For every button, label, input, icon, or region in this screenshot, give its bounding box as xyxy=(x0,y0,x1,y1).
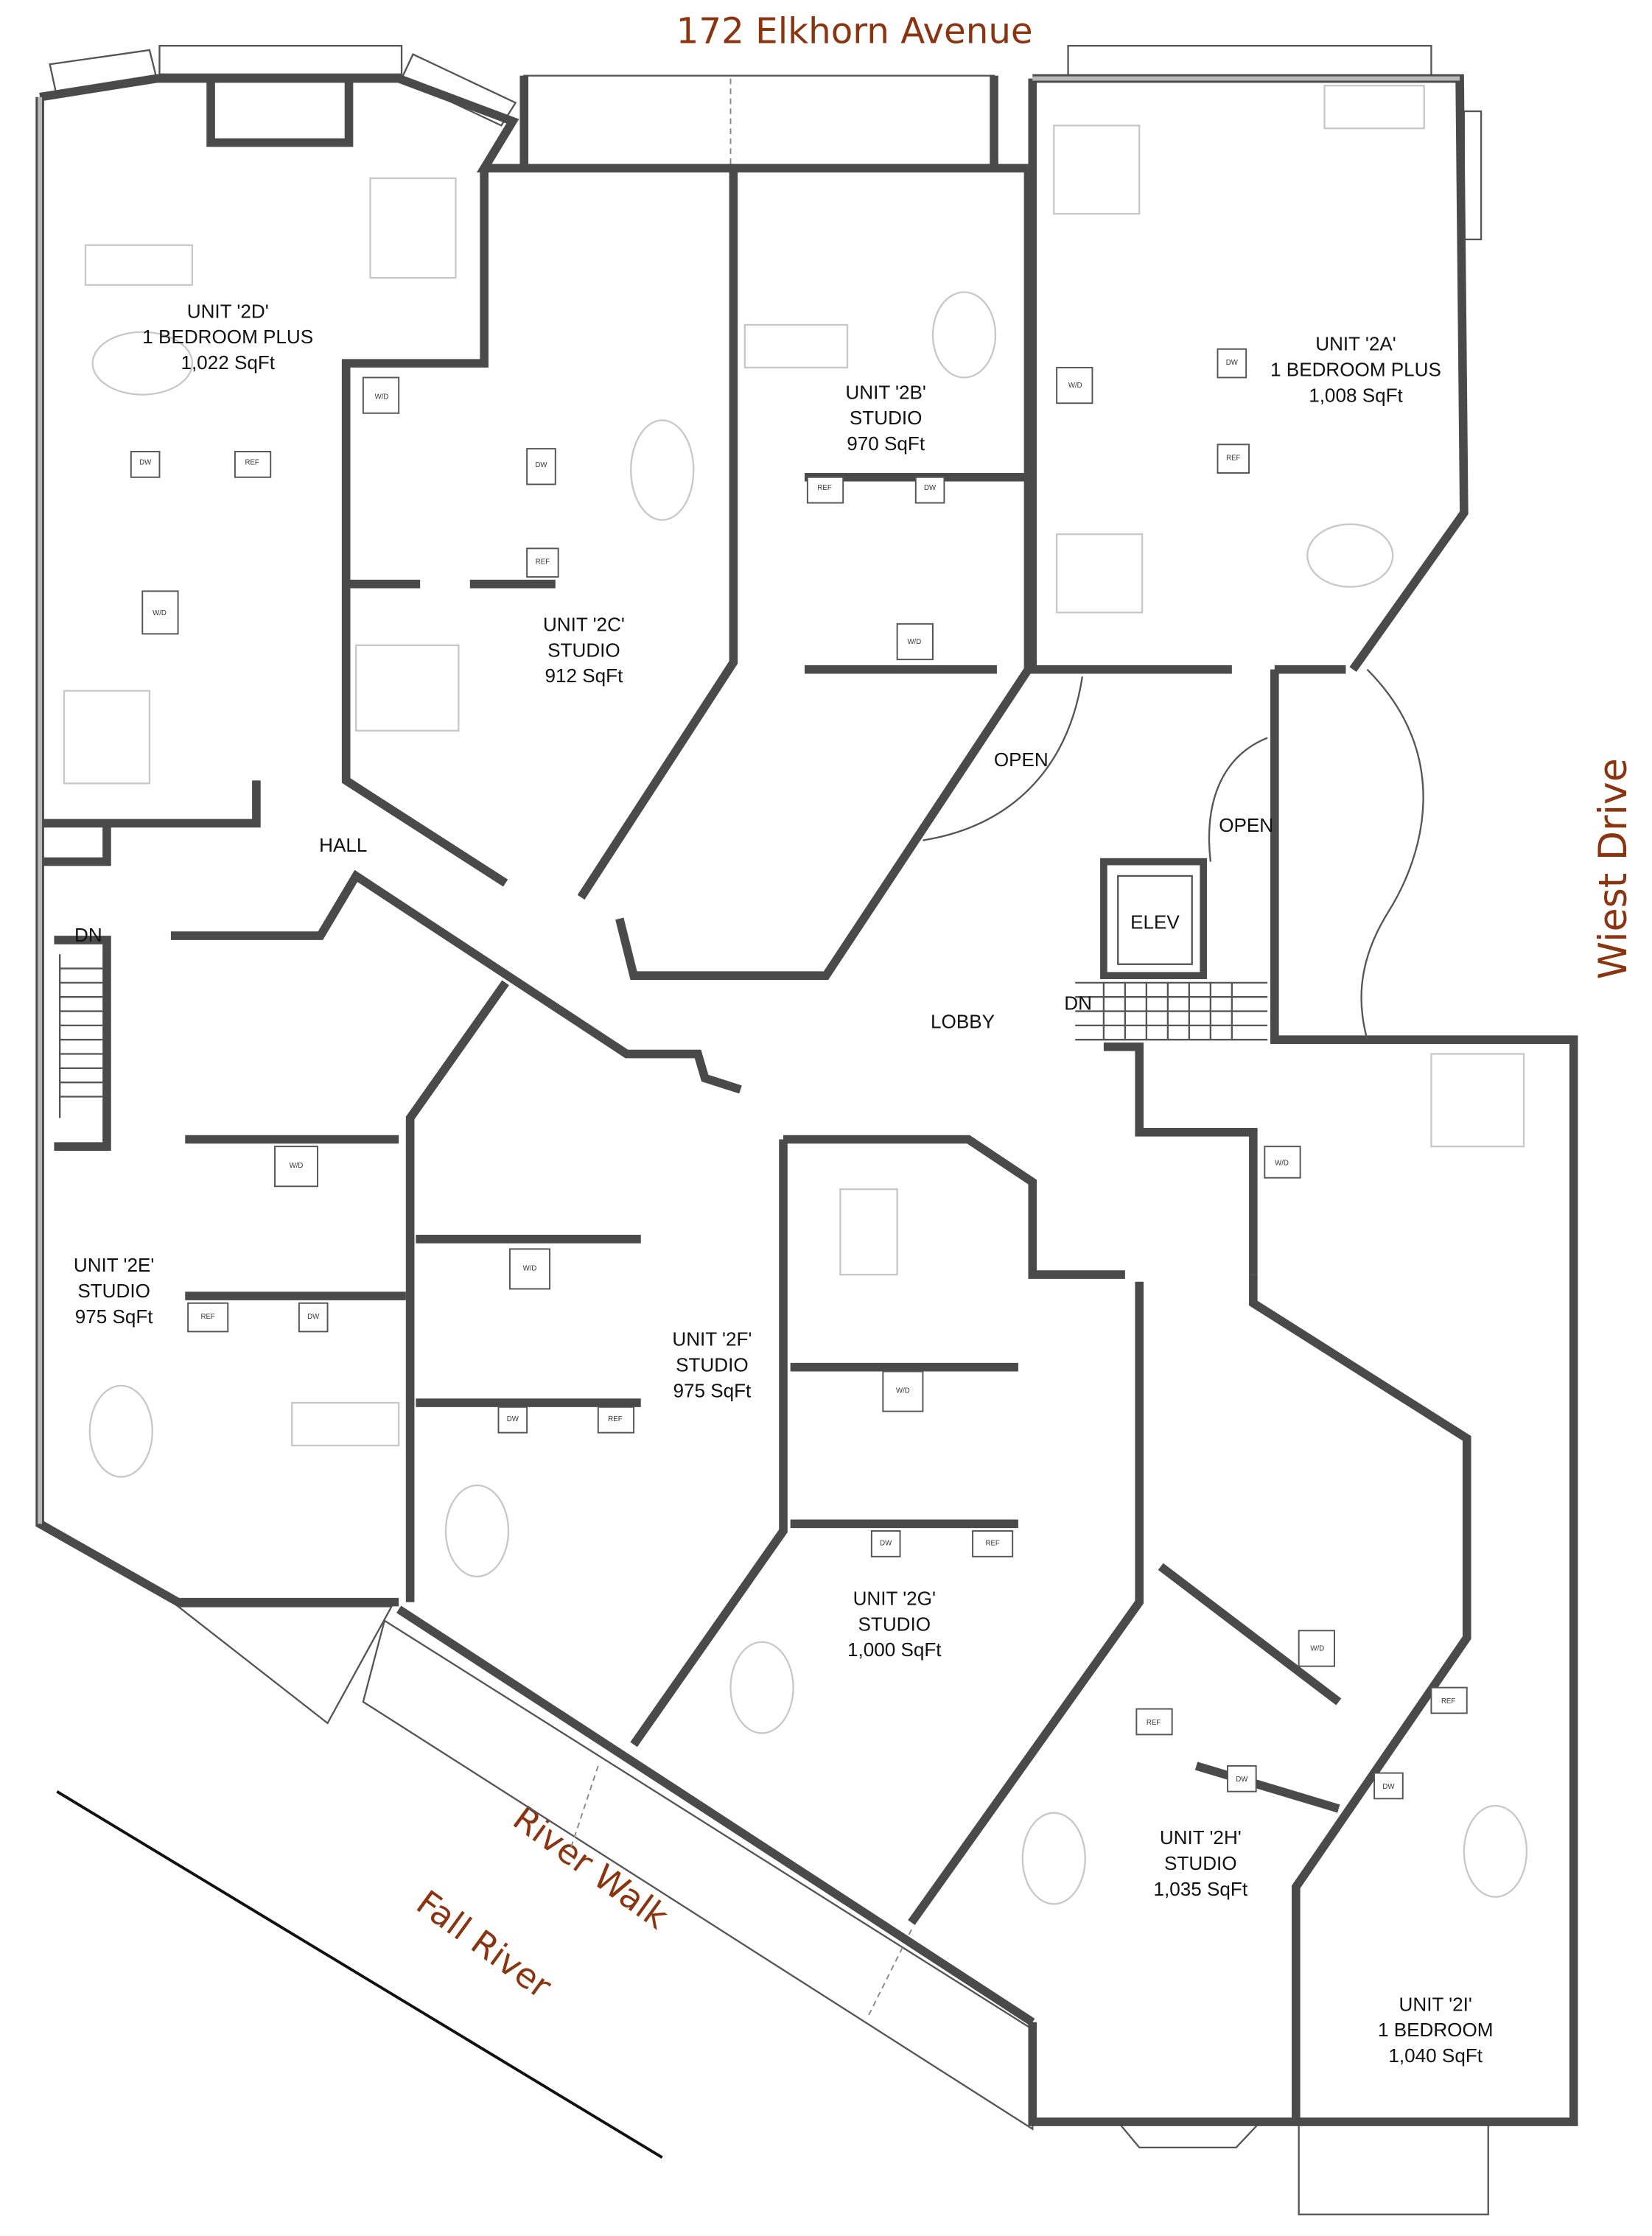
unit-type: STUDIO xyxy=(547,639,620,661)
fixture-ref: REF xyxy=(1147,1719,1161,1727)
fixture-wd: W/D xyxy=(1275,1159,1289,1167)
fixture-ref: REF xyxy=(536,558,550,567)
unit-name: UNIT '2I' xyxy=(1399,1993,1472,2015)
unit-label-2g: UNIT '2G' STUDIO 1,000 SqFt xyxy=(847,1588,942,1661)
unit-label-2d: UNIT '2D' 1 BEDROOM PLUS 1,022 SqFt xyxy=(142,300,313,374)
fixture-dw: DW xyxy=(1236,1776,1248,1784)
unit-area: 1,008 SqFt xyxy=(1309,384,1403,406)
unit-area: 975 SqFt xyxy=(75,1305,154,1328)
unit-name: UNIT '2F' xyxy=(672,1328,752,1350)
river-line xyxy=(56,1790,663,2159)
unit-name: UNIT '2C' xyxy=(543,613,625,635)
unit-label-2i: UNIT '2I' 1 BEDROOM 1,040 SqFt xyxy=(1378,1993,1494,2067)
unit-type: STUDIO xyxy=(77,1280,150,1302)
fixtures: REF DW W/D W/D DW REF REF DW W/D W/D DW … xyxy=(130,348,1468,1800)
unit-label-2h: UNIT '2H' STUDIO 1,035 SqFt xyxy=(1154,1826,1248,1900)
unit-area: 970 SqFt xyxy=(847,432,925,455)
fixture-ref: REF xyxy=(1441,1697,1455,1706)
unit-type: 1 BEDROOM PLUS xyxy=(142,326,313,348)
unit-type: STUDIO xyxy=(1164,1852,1237,1874)
unit-label-2a: UNIT '2A' 1 BEDROOM PLUS 1,008 SqFt xyxy=(1270,333,1441,407)
fixture-dw: DW xyxy=(880,1539,892,1547)
fixture-ref: REF xyxy=(817,484,831,492)
fixture-wd: W/D xyxy=(1068,382,1082,390)
unit-type: STUDIO xyxy=(676,1354,749,1376)
unit-label-2f: UNIT '2F' STUDIO 975 SqFt xyxy=(672,1328,752,1402)
fixture-wd: W/D xyxy=(523,1264,537,1272)
fixture-ref: REF xyxy=(985,1539,999,1547)
fixture-dw: DW xyxy=(1226,359,1239,367)
label-stair-down-2: DN xyxy=(1064,992,1092,1014)
unit-type: STUDIO xyxy=(850,407,923,429)
label-lobby: LOBBY xyxy=(931,1011,995,1033)
label-elevator: ELEV xyxy=(1130,911,1180,933)
walls xyxy=(35,74,1578,2126)
unit-name: UNIT '2D' xyxy=(187,300,269,322)
fixture-dw: DW xyxy=(924,484,937,492)
stairs xyxy=(59,954,1268,1118)
unit-name: UNIT '2G' xyxy=(853,1588,936,1610)
unit-area: 1,040 SqFt xyxy=(1388,2044,1483,2067)
label-open-2: OPEN xyxy=(1219,814,1273,836)
fixture-wd: W/D xyxy=(896,1387,910,1395)
label-river-walk: River Walk xyxy=(505,1798,676,1937)
fixture-dw: DW xyxy=(139,458,152,466)
fixture-wd: W/D xyxy=(907,638,921,646)
fixture-ref: REF xyxy=(1226,455,1240,463)
fixture-wd: W/D xyxy=(153,609,167,617)
unit-name: UNIT '2A' xyxy=(1315,333,1396,355)
unit-area: 1,000 SqFt xyxy=(847,1639,942,1661)
unit-label-2e: UNIT '2E' STUDIO 975 SqFt xyxy=(74,1254,154,1328)
unit-name: UNIT '2E' xyxy=(74,1254,154,1276)
label-hall: HALL xyxy=(319,834,367,856)
fixture-dw: DW xyxy=(1382,1783,1395,1791)
unit-label-2b: UNIT '2B' STUDIO 970 SqFt xyxy=(845,381,925,455)
fixture-ref: REF xyxy=(201,1313,215,1321)
fixture-wd: W/D xyxy=(375,393,389,401)
label-open-1: OPEN xyxy=(994,749,1049,771)
fixture-dw: DW xyxy=(307,1313,320,1321)
fixture-ref: REF xyxy=(245,458,259,466)
fixture-wd: W/D xyxy=(1310,1644,1324,1653)
unit-area: 1,035 SqFt xyxy=(1154,1878,1248,1900)
unit-type: STUDIO xyxy=(858,1613,931,1635)
fixture-dw: DW xyxy=(507,1415,519,1423)
unit-name: UNIT '2H' xyxy=(1160,1826,1242,1848)
unit-type: 1 BEDROOM xyxy=(1378,2019,1494,2041)
unit-name: UNIT '2B' xyxy=(845,381,925,403)
label-stair-down-1: DN xyxy=(74,924,102,946)
unit-area: 912 SqFt xyxy=(545,665,624,687)
fixture-ref: REF xyxy=(608,1415,622,1423)
unit-area: 975 SqFt xyxy=(673,1379,752,1401)
elevator xyxy=(1100,858,1208,980)
furniture xyxy=(63,85,1528,1905)
street-label-elkhorn: 172 Elkhorn Avenue xyxy=(676,10,1033,52)
unit-area: 1,022 SqFt xyxy=(181,351,275,374)
unit-label-2c: UNIT '2C' STUDIO 912 SqFt xyxy=(543,613,625,687)
label-fall-river: Fall River xyxy=(409,1882,559,2007)
fixture-wd: W/D xyxy=(290,1162,304,1170)
wiest-drive-curve xyxy=(923,668,1424,1040)
unit-type: 1 BEDROOM PLUS xyxy=(1270,359,1441,381)
fixture-dw: DW xyxy=(535,461,547,469)
street-label-wiest: Wiest Drive xyxy=(1592,758,1636,979)
